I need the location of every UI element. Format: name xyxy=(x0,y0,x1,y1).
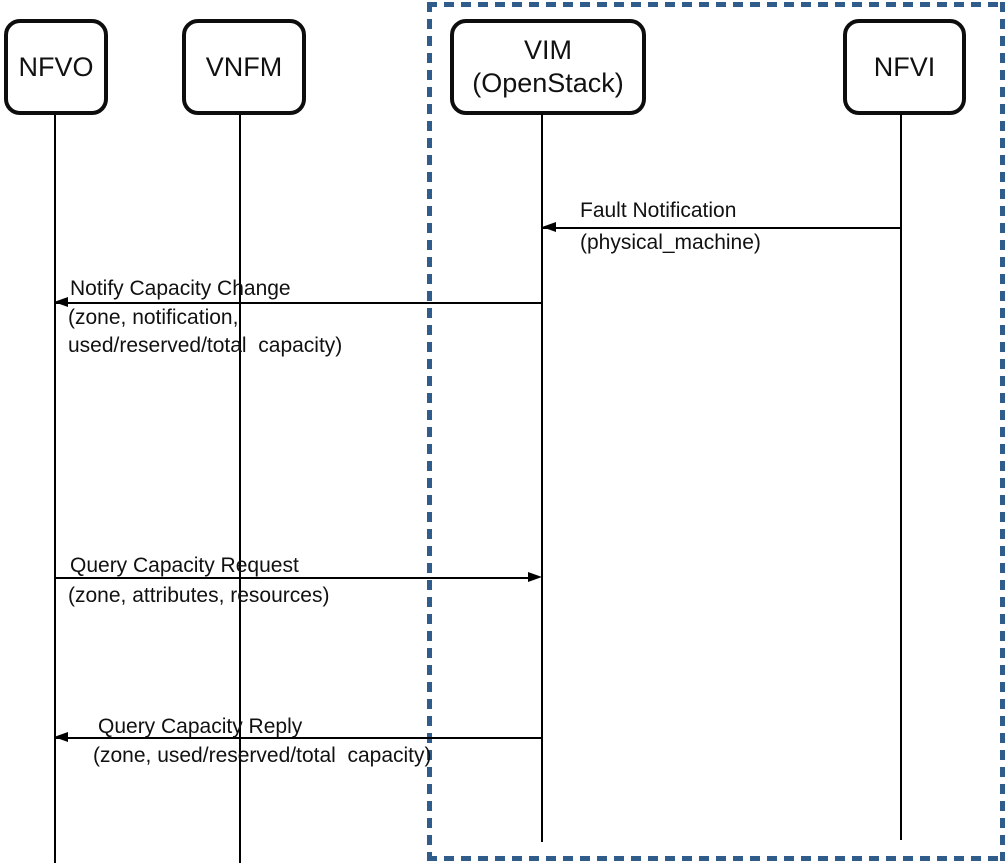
boundary-top-edge xyxy=(427,2,1005,7)
message-line-query-capacity-reply xyxy=(54,737,542,739)
actor-vim-label: VIM xyxy=(523,35,572,65)
lifeline-nfvo xyxy=(54,115,56,863)
boundary-bottom-edge xyxy=(427,856,1005,861)
lifeline-nfvi xyxy=(900,114,902,840)
message-line-notify-capacity-change xyxy=(54,302,542,304)
lifeline-vnfm xyxy=(239,115,241,863)
arrowhead-left-icon xyxy=(542,222,556,232)
actor-nfvo-label: NFVO xyxy=(18,51,94,82)
message-query-capacity-request-text: Query Capacity Request xyxy=(70,554,299,577)
message-notify-capacity-change-params-2: used/reserved/total capacity) xyxy=(68,334,343,357)
actor-nfvo: NFVO xyxy=(4,19,108,115)
actor-vnfm-label: VNFM xyxy=(205,51,283,82)
lifeline-vim xyxy=(541,114,543,842)
arrowhead-left-icon xyxy=(54,732,68,742)
actor-nfvi: NFVI xyxy=(843,19,966,115)
actor-vim-sublabel: (OpenStack) xyxy=(472,68,624,98)
message-line-query-capacity-request xyxy=(54,577,534,579)
actor-vim: VIM (OpenStack) xyxy=(450,19,646,115)
message-fault-notification-text: Fault Notification xyxy=(580,199,737,222)
message-fault-notification-params: (physical_machine) xyxy=(580,231,761,254)
boundary-right-edge xyxy=(1000,2,1005,861)
message-query-capacity-request-params: (zone, attributes, resources) xyxy=(68,584,330,607)
arrowhead-right-icon xyxy=(528,572,542,582)
arrowhead-left-icon xyxy=(54,297,68,307)
actor-nfvi-label: NFVI xyxy=(873,51,936,82)
message-notify-capacity-change-text: Notify Capacity Change xyxy=(70,277,291,300)
message-query-capacity-reply-text: Query Capacity Reply xyxy=(98,715,303,738)
message-line-fault-notification xyxy=(542,227,900,229)
message-notify-capacity-change-params-1: (zone, notification, xyxy=(68,306,239,329)
message-query-capacity-reply-params: (zone, used/reserved/total capacity) xyxy=(93,744,432,767)
actor-vnfm: VNFM xyxy=(182,19,306,115)
vim-nfvi-boundary xyxy=(427,2,1005,861)
boundary-left-edge xyxy=(427,2,432,861)
